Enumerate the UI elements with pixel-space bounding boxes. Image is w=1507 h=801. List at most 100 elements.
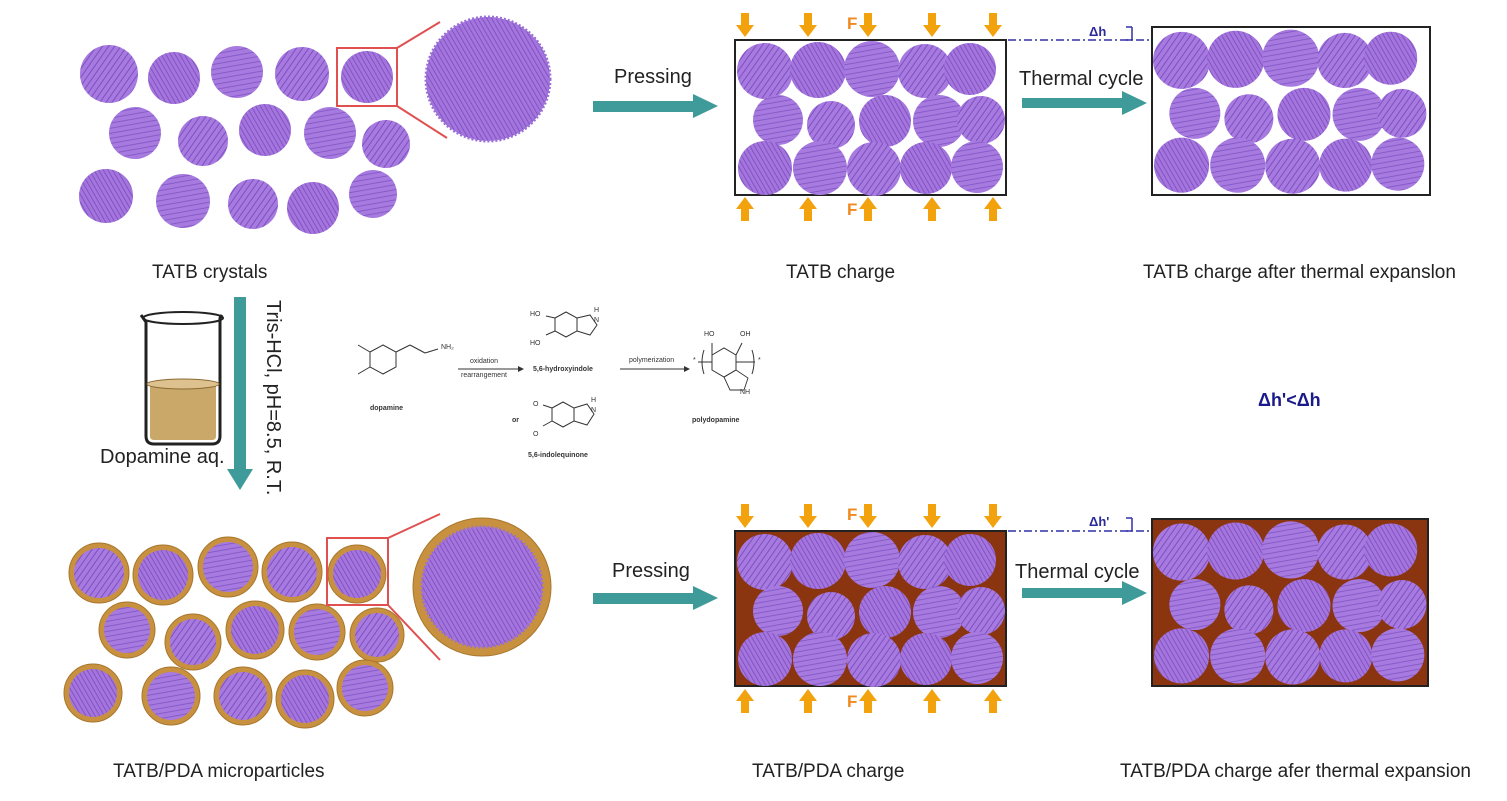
tatb-crystal bbox=[341, 51, 393, 103]
force-arrow-up bbox=[799, 689, 817, 713]
compressed-pda-particle bbox=[944, 534, 996, 586]
expanded-particle bbox=[1377, 88, 1427, 138]
tatb-core bbox=[267, 547, 317, 597]
expanded-particle bbox=[1265, 138, 1321, 194]
tatb-expanded-box bbox=[1151, 26, 1431, 196]
force-arrow-down bbox=[799, 13, 817, 37]
pressing-label-top: Pressing bbox=[614, 66, 692, 88]
tatb-core bbox=[219, 672, 267, 720]
tatb-core bbox=[281, 675, 329, 723]
tatb-core bbox=[333, 550, 381, 598]
force-label-top-lower: F bbox=[847, 200, 858, 219]
chem-ho-2: HO bbox=[530, 340, 541, 347]
chem-n-1: N bbox=[594, 317, 600, 324]
compressed-pda-particle bbox=[957, 587, 1005, 635]
compressed-pda-particle bbox=[951, 632, 1003, 684]
tatb-crystal bbox=[349, 170, 397, 218]
chem-oh: OH bbox=[740, 331, 751, 338]
tatb-core bbox=[69, 669, 117, 717]
caption-tatb-charge-expansion: TATB charge after thermal expanslon bbox=[1143, 262, 1456, 283]
chem-h-1: H bbox=[594, 307, 600, 314]
chem-nh2: NH₂ bbox=[441, 344, 454, 351]
tatb-crystal bbox=[109, 107, 161, 159]
expanded-particle bbox=[1371, 137, 1425, 191]
compressed-particle bbox=[913, 95, 965, 147]
expanded-pda-particle bbox=[1332, 579, 1386, 633]
expanded-pda-particle bbox=[1224, 585, 1274, 635]
expanded-pda-particle bbox=[1319, 629, 1373, 683]
coating-condition-label: Tris-HCl, pH=8.5, R.T. bbox=[262, 300, 284, 496]
expanded-particle bbox=[1317, 32, 1373, 88]
tatb-core bbox=[203, 542, 253, 592]
pressing-arrow-bottom bbox=[593, 586, 718, 610]
chem-ho-3: HO bbox=[704, 331, 715, 338]
force-arrow-down bbox=[799, 504, 817, 528]
expanded-particle bbox=[1224, 94, 1274, 144]
tatb-core bbox=[104, 607, 150, 653]
chem-o-1: O bbox=[533, 401, 539, 408]
chem-n-2: N bbox=[591, 407, 597, 414]
tatb-crystal bbox=[362, 120, 410, 168]
force-arrow-down bbox=[859, 13, 877, 37]
force-arrow-up bbox=[923, 197, 941, 221]
expanded-pda-particle bbox=[1262, 521, 1320, 579]
tatb-pda-microparticles bbox=[63, 536, 405, 729]
caption-tatb-pda-charge: TATB/PDA charge bbox=[752, 761, 905, 782]
expanded-particle bbox=[1153, 31, 1211, 89]
chem-hydroxyindole: 5,6-hydroxyindole bbox=[533, 366, 593, 373]
chem-or: or bbox=[512, 417, 519, 424]
delta-h-label: Δh bbox=[1089, 24, 1107, 39]
tatb-crystal bbox=[80, 45, 138, 103]
caption-tatb-charge: TATB charge bbox=[786, 262, 896, 283]
expanded-pda-particle bbox=[1169, 579, 1221, 631]
expanded-particle bbox=[1319, 138, 1373, 192]
chem-rearrangement: rearrangement bbox=[461, 372, 507, 379]
compressed-pda-particle bbox=[790, 533, 846, 589]
tatb-core bbox=[355, 613, 399, 657]
compressed-pda-particle bbox=[793, 632, 847, 686]
compressed-pda-particle bbox=[913, 586, 965, 638]
expanded-pda-particle bbox=[1277, 579, 1331, 633]
force-arrow-up bbox=[736, 197, 754, 221]
caption-tatb-pda-expansion: TATB/PDA charge afer thermal expansion bbox=[1120, 761, 1471, 782]
expanded-particle bbox=[1169, 87, 1221, 139]
pressing-arrow-top bbox=[593, 94, 718, 118]
tatb-core bbox=[231, 606, 279, 654]
dopamine-aq-label: Dopamine aq. bbox=[100, 446, 225, 468]
delta-comparison-label: Δh'<Δh bbox=[1258, 390, 1321, 410]
tatb-core bbox=[342, 665, 388, 711]
compressed-particle bbox=[790, 42, 846, 98]
tatb-crystal bbox=[304, 107, 356, 159]
compressed-particle bbox=[738, 141, 792, 195]
expanded-pda-particle bbox=[1153, 523, 1211, 581]
compressed-particle bbox=[807, 101, 855, 149]
tatb-core bbox=[138, 550, 188, 600]
compressed-particle bbox=[944, 43, 996, 95]
force-label-bottom-lower: F bbox=[847, 692, 858, 711]
force-arrow-down bbox=[984, 13, 1002, 37]
dopamine-reaction-scheme bbox=[357, 311, 755, 428]
zoom-detail-bottom bbox=[326, 513, 552, 661]
expanded-pda-particle bbox=[1371, 628, 1425, 682]
force-arrow-down bbox=[736, 504, 754, 528]
chem-indolequinone: 5,6-indolequinone bbox=[528, 452, 588, 459]
compressed-pda-particle bbox=[844, 532, 900, 588]
thermal-cycle-label-bottom: Thermal cycle bbox=[1015, 561, 1140, 583]
compressed-pda-particle bbox=[847, 633, 901, 687]
tatb-crystal bbox=[275, 47, 329, 101]
tatb-crystal bbox=[228, 179, 278, 229]
compressed-particle bbox=[951, 141, 1003, 193]
tatb-core bbox=[294, 609, 340, 655]
compressed-pda-particle bbox=[753, 586, 803, 636]
expanded-pda-particle bbox=[1154, 628, 1210, 684]
force-arrow-up bbox=[859, 689, 877, 713]
expanded-pda-particle bbox=[1210, 628, 1266, 684]
tatb-crystal bbox=[287, 182, 339, 234]
thermal-cycle-label-top: Thermal cycle bbox=[1019, 68, 1144, 90]
expanded-pda-particle bbox=[1317, 524, 1373, 580]
chem-nh: NH bbox=[740, 389, 751, 396]
force-arrow-down bbox=[923, 504, 941, 528]
expanded-particle bbox=[1207, 30, 1265, 88]
expanded-particle bbox=[1210, 137, 1266, 193]
